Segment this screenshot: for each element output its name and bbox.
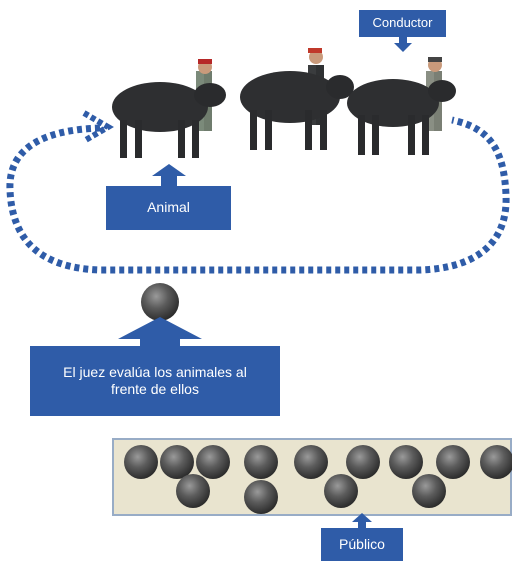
audience-ball-icon xyxy=(436,445,470,479)
audience-ball-icon xyxy=(244,480,278,514)
audience-ball-icon xyxy=(389,445,423,479)
judge-label-line2: frente de ellos xyxy=(111,381,199,397)
audience-area xyxy=(112,438,512,516)
conductor-label: Conductor xyxy=(359,10,446,37)
audience-ball-icon xyxy=(480,445,512,479)
judge-label: El juez evalúa los animales al frente de… xyxy=(30,346,280,416)
audience-ball-icon xyxy=(294,445,328,479)
audience-ball-icon xyxy=(412,474,446,508)
audience-ball-icon xyxy=(196,445,230,479)
public-label: Público xyxy=(321,528,403,561)
audience-ball-icon xyxy=(346,445,380,479)
audience-ball-icon xyxy=(244,445,278,479)
conductor-arrow-icon xyxy=(394,37,412,52)
audience-ball-icon xyxy=(176,474,210,508)
audience-ball-icon xyxy=(124,445,158,479)
audience-ball-icon xyxy=(160,445,194,479)
loop-arrowhead xyxy=(82,110,114,144)
judge-arrow-icon xyxy=(118,317,202,349)
buffalo-3 xyxy=(347,57,456,155)
animal-arrow-icon xyxy=(152,164,186,188)
buffalo-2 xyxy=(240,48,354,150)
loop-path xyxy=(6,116,510,274)
animal-label: Animal xyxy=(106,186,231,230)
animals-group xyxy=(112,48,456,158)
buffalo-1 xyxy=(112,59,226,158)
judge-label-line1: El juez evalúa los animales al xyxy=(63,363,247,380)
audience-ball-icon xyxy=(324,474,358,508)
public-arrow-icon xyxy=(352,513,372,529)
judge-ball-icon xyxy=(141,283,179,321)
